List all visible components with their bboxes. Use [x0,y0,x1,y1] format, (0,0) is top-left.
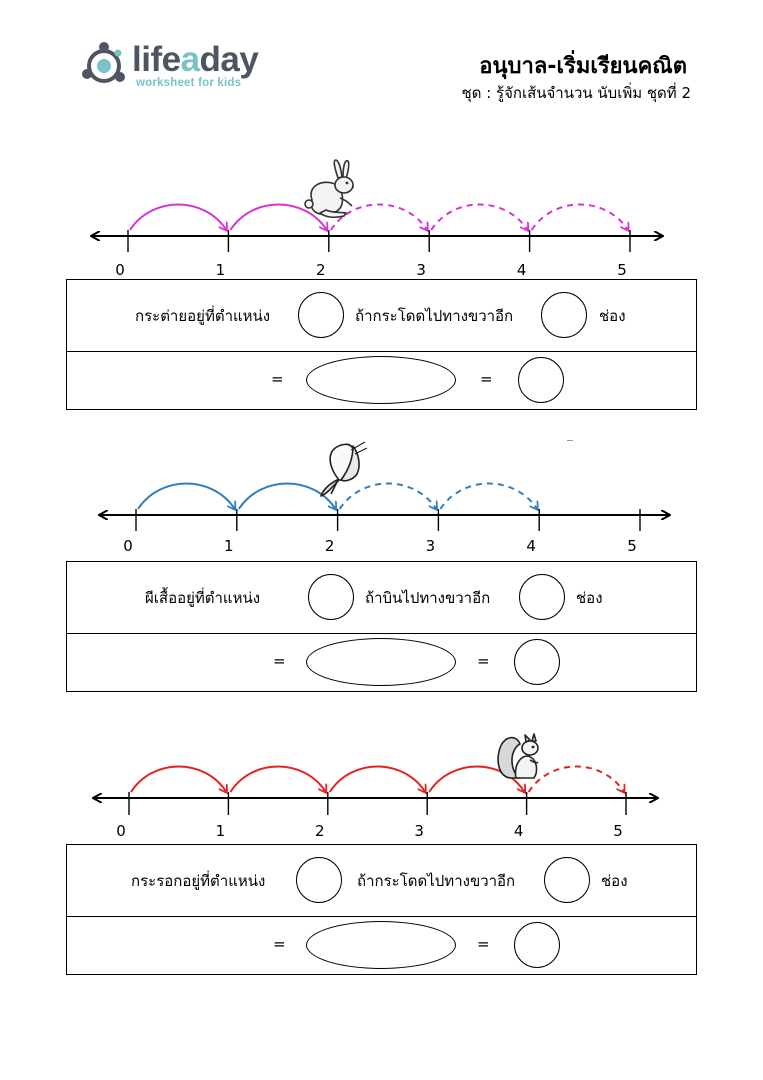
tick-label: 5 [613,822,623,840]
number-line: 0 1 2 3 4 5 [0,203,763,279]
tick-label: 4 [514,822,524,840]
tick-label: 2 [325,537,335,555]
expression-answer-oval[interactable] [306,638,456,686]
rabbit-icon [304,159,354,219]
dashed-jump-arrow [329,203,427,231]
lifeaday-logo: lifeaday worksheet for kids [82,40,272,92]
solid-jump-arrow [328,765,425,793]
solid-jump-arrow [229,765,325,793]
jump-count-answer-circle[interactable] [541,292,587,338]
equals-sign: = [480,370,493,388]
question-row: กระรอกอยู่ที่ตำแหน่ง ถ้ากระโดดไปทางขวาอี… [67,845,696,917]
question-start-text: กระรอกอยู่ที่ตำแหน่ง [131,872,266,890]
solid-jump-arrow [428,765,524,793]
equals-sign: = [477,652,490,670]
tick-label: 2 [315,822,325,840]
question-mid-text: ถ้ากระโดดไปทางขวาอีก [357,872,516,890]
dashed-jump-arrow [530,203,628,231]
answer-box: ผีเสื้ออยู่ที่ตำแหน่ง ถ้าบินไปทางขวาอีก … [66,561,697,692]
solid-jump-arrow [229,203,326,231]
answer-box: กระต่ายอยู่ที่ตำแหน่ง ถ้ากระโดดไปทางขวาอ… [66,279,697,410]
number-line: 0 1 2 3 4 5 [0,482,763,555]
result-answer-circle[interactable] [518,357,564,403]
question-end-text: ช่อง [601,872,628,890]
squirrel-icon [497,733,539,779]
tick-label: 5 [627,537,637,555]
tick-label: 5 [617,261,627,279]
exercise-butterfly: 0 1 2 3 4 5 ผีเสื้ออยู่ที่ตำแหน่ง ถ้าบินไปทาง… [0,430,763,720]
tick-label: 0 [116,822,126,840]
dashed-jump-arrow [338,482,437,510]
dashed-jump-arrow [430,203,527,231]
tick-label: 0 [123,537,133,555]
question-end-text: ช่อง [599,307,626,325]
tick-label: 4 [526,537,536,555]
question-mid-text: ถ้าบินไปทางขวาอีก [365,589,491,607]
result-answer-circle[interactable] [514,639,560,685]
number-line: 0 1 2 3 4 5 [0,765,763,840]
answer-box: กระรอกอยู่ที่ตำแหน่ง ถ้ากระโดดไปทางขวาอี… [66,844,697,975]
page-subtitle: ชุด : รู้จักเส้นจำนวน นับเพิ่ม ชุดที่ 2 [461,84,691,102]
exercise-rabbit: 0 1 2 3 4 5 กระต่ายอยู่ที่ตำแหน่ง ถ้ากระโดดไป… [0,150,763,440]
tick-label: 1 [224,537,234,555]
tick-label: 3 [414,822,424,840]
equals-sign: = [273,652,286,670]
result-answer-circle[interactable] [514,922,560,968]
solid-jump-arrow [130,765,226,793]
expression-answer-oval[interactable] [306,921,456,969]
solid-jump-arrow [237,482,336,510]
equals-sign: = [271,370,284,388]
position-answer-circle[interactable] [308,574,354,620]
question-row: กระต่ายอยู่ที่ตำแหน่ง ถ้ากระโดดไปทางขวาอ… [67,280,696,352]
equation-row: = = [67,917,696,974]
position-answer-circle[interactable] [296,857,342,903]
tick-label: 2 [316,261,326,279]
position-answer-circle[interactable] [298,292,344,338]
equals-sign: = [273,935,286,953]
equation-row: = = [67,634,696,691]
dashed-jump-arrow [527,765,624,793]
question-mid-text: ถ้ากระโดดไปทางขวาอีก [355,307,514,325]
question-start-text: ผีเสื้ออยู่ที่ตำแหน่ง [145,589,261,607]
logo-mark-icon [82,42,125,83]
question-end-text: ช่อง [576,589,603,607]
jump-count-answer-circle[interactable] [519,574,565,620]
tick-label: 1 [216,822,226,840]
stray-mark [567,440,573,441]
tick-label: 4 [517,261,527,279]
exercise-squirrel: 0 1 2 3 4 5 กระรอกอยู่ที่ตำแหน่ง ถ้ากระโดดไปท… [0,712,763,1002]
butterfly-icon [320,441,368,497]
logo-tagline: worksheet for kids [136,77,242,89]
solid-jump-arrow [137,482,235,510]
page-title: อนุบาล-เริ่มเรียนคณิต [479,54,687,79]
tick-label: 3 [416,261,426,279]
equation-row: = = [67,352,696,409]
question-row: ผีเสื้ออยู่ที่ตำแหน่ง ถ้าบินไปทางขวาอีก … [67,562,696,634]
tick-label: 0 [115,261,125,279]
tick-label: 3 [426,537,436,555]
solid-jump-arrow [129,203,226,231]
expression-answer-oval[interactable] [306,356,456,404]
question-start-text: กระต่ายอยู่ที่ตำแหน่ง [135,307,271,325]
tick-label: 1 [216,261,226,279]
equals-sign: = [477,935,490,953]
jump-count-answer-circle[interactable] [544,857,590,903]
logo-wordmark: lifeaday [132,40,259,79]
dashed-jump-arrow [439,482,537,510]
